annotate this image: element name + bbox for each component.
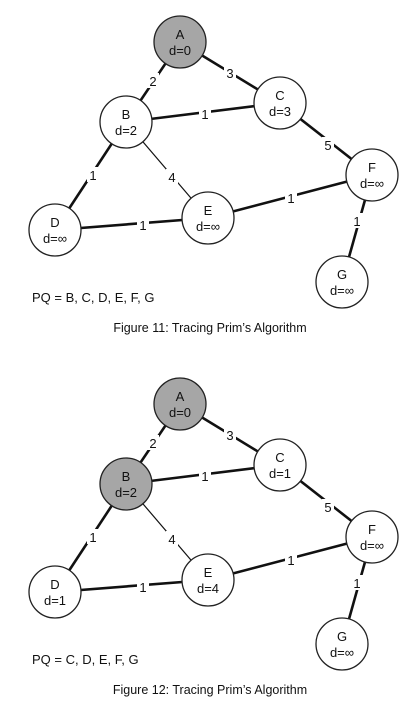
node-circle (153, 15, 207, 69)
node-distance: d=∞ (360, 176, 384, 191)
edge-weight-background (224, 65, 236, 80)
node-c: Cd=1 (253, 438, 307, 492)
edge-weight-background (199, 106, 211, 121)
figure-caption: Figure 12: Tracing Prim’s Algorithm (113, 683, 307, 697)
edge-weight-b-c: 1 (201, 107, 208, 122)
edge-weight-a-c: 3 (226, 428, 233, 443)
node-d: Dd=1 (28, 565, 82, 619)
edge-weight-background (322, 499, 334, 514)
priority-queue-text: PQ = C, D, E, F, G (32, 652, 139, 667)
node-circle (253, 76, 307, 130)
node-label: G (337, 267, 347, 282)
node-b: Bd=2 (99, 95, 153, 149)
edge-weight-background (285, 190, 297, 205)
node-label: D (50, 577, 59, 592)
edge-weight-background (87, 529, 99, 544)
node-a: Ad=0 (153, 15, 207, 69)
edge-weight-background (137, 579, 149, 594)
edge-weight-a-c: 3 (226, 66, 233, 81)
node-e: Ed=∞ (181, 191, 235, 245)
node-circle (28, 565, 82, 619)
node-distance: d=4 (197, 581, 219, 596)
node-circle (315, 617, 369, 671)
node-distance: d=2 (115, 123, 137, 138)
node-circle (99, 95, 153, 149)
node-distance: d=0 (169, 405, 191, 420)
node-circle (315, 255, 369, 309)
node-label: E (204, 203, 213, 218)
node-circle (28, 203, 82, 257)
node-label: A (176, 27, 185, 42)
node-g: Gd=∞ (315, 617, 369, 671)
node-circle (253, 438, 307, 492)
node-circle (181, 191, 235, 245)
node-label: B (122, 107, 131, 122)
edge-weight-background (351, 575, 363, 590)
node-f: Fd=∞ (345, 148, 399, 202)
node-distance: d=1 (44, 593, 66, 608)
node-distance: d=1 (269, 466, 291, 481)
edge-weight-e-f: 1 (287, 553, 294, 568)
node-distance: d=∞ (196, 219, 220, 234)
node-label: F (368, 160, 376, 175)
node-f: Fd=∞ (345, 510, 399, 564)
priority-queue-text: PQ = B, C, D, E, F, G (32, 290, 154, 305)
node-label: D (50, 215, 59, 230)
edge-weight-e-f: 1 (287, 191, 294, 206)
node-label: C (275, 450, 284, 465)
edge-weight-background (87, 167, 99, 182)
edge-weight-background (166, 169, 178, 184)
edge-weight-background (147, 435, 159, 450)
edge-weight-b-d: 1 (89, 168, 96, 183)
node-circle (99, 457, 153, 511)
node-distance: d=3 (269, 104, 291, 119)
node-c: Cd=3 (253, 76, 307, 130)
node-distance: d=0 (169, 43, 191, 58)
node-circle (345, 510, 399, 564)
node-label: C (275, 88, 284, 103)
node-d: Dd=∞ (28, 203, 82, 257)
node-distance: d=∞ (330, 283, 354, 298)
node-distance: d=∞ (43, 231, 67, 246)
edge-weight-background (322, 137, 334, 152)
node-a: Ad=0 (153, 377, 207, 431)
node-label: E (204, 565, 213, 580)
node-circle (153, 377, 207, 431)
edge-weight-background (147, 73, 159, 88)
edge-weight-background (137, 217, 149, 232)
node-circle (181, 553, 235, 607)
figure-caption: Figure 11: Tracing Prim’s Algorithm (113, 321, 306, 335)
edge-weight-a-b: 2 (149, 436, 156, 451)
edge-weight-c-f: 5 (324, 138, 331, 153)
node-label: B (122, 469, 131, 484)
edge-weight-background (351, 213, 363, 228)
edge-weight-b-e: 4 (168, 170, 175, 185)
edge-weight-background (285, 552, 297, 567)
edge-weight-f-g: 1 (353, 214, 360, 229)
edge-weight-background (166, 531, 178, 546)
node-label: G (337, 629, 347, 644)
edge-weight-background (224, 427, 236, 442)
node-g: Gd=∞ (315, 255, 369, 309)
edge-weight-f-g: 1 (353, 576, 360, 591)
edge-weight-b-c: 1 (201, 469, 208, 484)
edge-weight-b-e: 4 (168, 532, 175, 547)
node-label: F (368, 522, 376, 537)
node-distance: d=∞ (360, 538, 384, 553)
node-circle (345, 148, 399, 202)
node-b: Bd=2 (99, 457, 153, 511)
edge-weight-d-e: 1 (139, 218, 146, 233)
edge-weight-background (199, 468, 211, 483)
node-label: A (176, 389, 185, 404)
node-e: Ed=4 (181, 553, 235, 607)
node-distance: d=2 (115, 485, 137, 500)
edge-weight-a-b: 2 (149, 74, 156, 89)
node-distance: d=∞ (330, 645, 354, 660)
edge-weight-c-f: 5 (324, 500, 331, 515)
edge-weight-d-e: 1 (139, 580, 146, 595)
edge-weight-b-d: 1 (89, 530, 96, 545)
